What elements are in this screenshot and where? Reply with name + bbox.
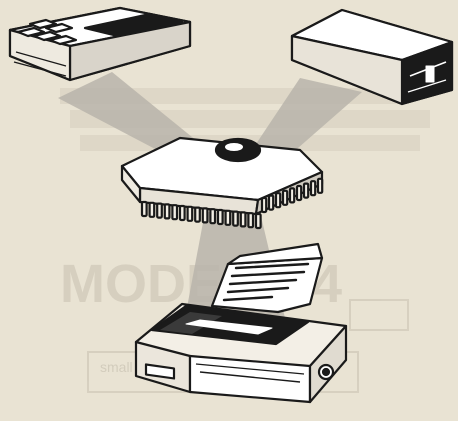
- chip-pin: [297, 186, 301, 200]
- chip-pin: [150, 203, 155, 217]
- chip-pin: [142, 202, 147, 216]
- cassette-recorder-icon: [10, 8, 190, 80]
- chip-pin: [304, 184, 308, 198]
- chip-pin: [256, 214, 261, 228]
- chip-pin: [195, 208, 200, 222]
- chip-pin: [226, 211, 231, 225]
- chip-pin: [188, 207, 193, 221]
- chip-pin: [276, 193, 280, 207]
- chip-pin: [318, 179, 322, 193]
- chip-pin: [210, 209, 215, 223]
- chip-pin: [172, 205, 177, 219]
- microchip-icon: [122, 138, 322, 228]
- chip-pin: [180, 206, 185, 220]
- chip-pin: [233, 212, 238, 226]
- chip-pin: [241, 212, 246, 226]
- chip-pin: [218, 210, 223, 224]
- chip-pin: [165, 204, 170, 218]
- chip-pin: [311, 181, 315, 195]
- chip-pin: [157, 204, 162, 218]
- chip-pin: [283, 191, 287, 205]
- chip-pin: [203, 208, 208, 222]
- chip-pin: [248, 213, 253, 227]
- chip-pin: [290, 188, 294, 202]
- chip-pin: [262, 198, 266, 212]
- chip-pin: [269, 196, 273, 210]
